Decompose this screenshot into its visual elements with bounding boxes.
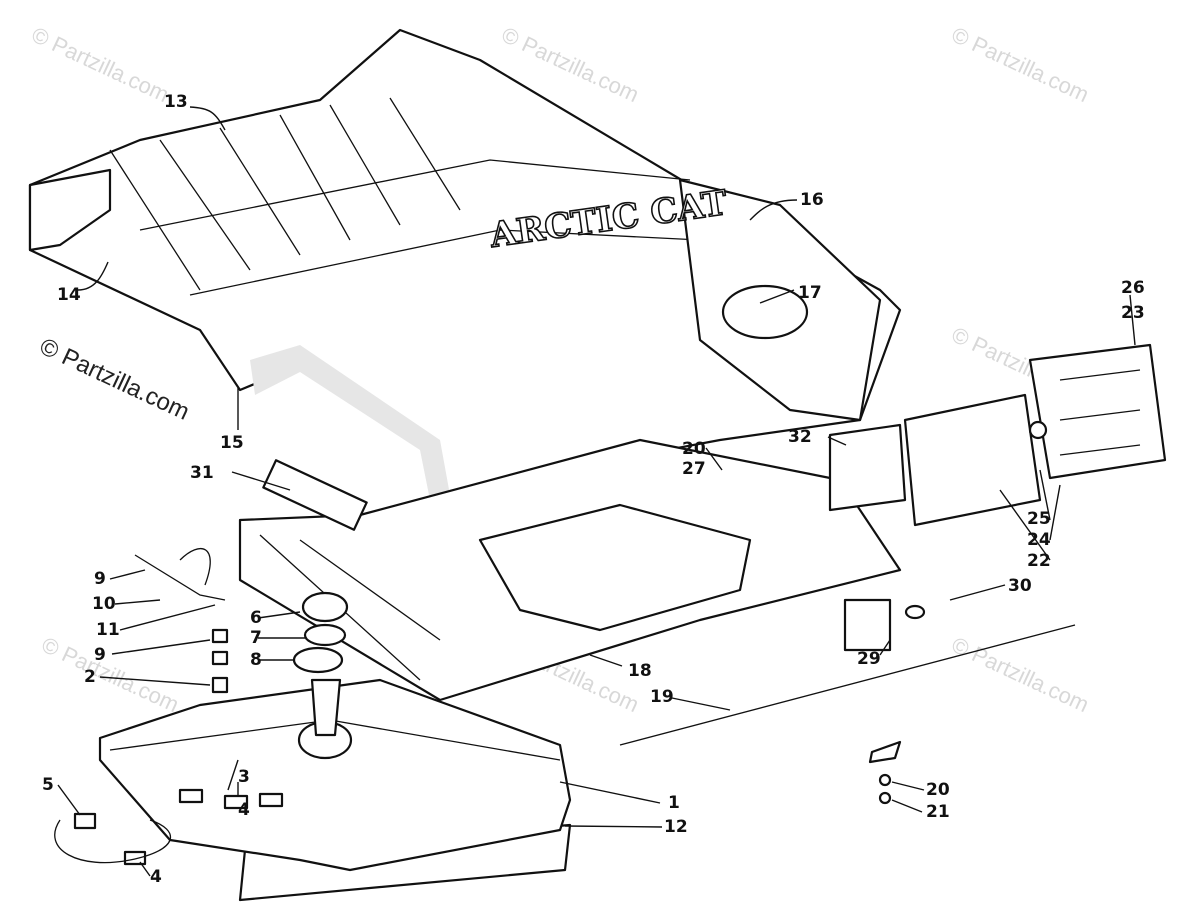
callout-18: 18 <box>628 661 652 681</box>
callout-23: 23 <box>1121 303 1145 323</box>
callouts: 13 14 15 16 17 31 20 27 32 26 23 25 24 2… <box>42 92 1145 887</box>
rear-tray-illustration <box>238 438 902 702</box>
callout-3: 3 <box>238 767 250 787</box>
callout-21: 21 <box>926 802 950 822</box>
watermark: © Partzilla.com <box>38 632 183 717</box>
leader-lines <box>57 106 1136 877</box>
fittings-illustration <box>54 547 284 866</box>
watermark-main: © Partzilla.com <box>35 333 193 426</box>
callout-12: 12 <box>664 817 688 837</box>
callout-20-upper: 20 <box>682 439 706 459</box>
callout-32: 32 <box>788 427 812 447</box>
callout-1: 1 <box>668 793 680 813</box>
callout-24: 24 <box>1027 530 1051 550</box>
callout-9-upper: 9 <box>94 569 106 589</box>
callout-19: 19 <box>650 687 674 707</box>
callout-4-lower: 4 <box>150 867 162 887</box>
callout-14: 14 <box>57 285 81 305</box>
fuel-tank-illustration <box>98 678 572 902</box>
callout-11: 11 <box>96 620 120 640</box>
callout-27: 27 <box>682 459 706 479</box>
callout-17: 17 <box>798 283 822 303</box>
callout-13: 13 <box>164 92 188 112</box>
callout-7: 7 <box>250 628 262 648</box>
fuel-cap-illustration <box>292 591 349 674</box>
callout-20-lower: 20 <box>926 780 950 800</box>
callout-5: 5 <box>42 775 54 795</box>
callout-9-lower: 9 <box>94 645 106 665</box>
callout-22: 22 <box>1027 551 1051 571</box>
callout-15: 15 <box>220 433 244 453</box>
callout-4-upper: 4 <box>238 800 250 820</box>
callout-8: 8 <box>250 650 262 670</box>
callout-26: 26 <box>1121 278 1145 298</box>
rod-illustration <box>619 598 1076 805</box>
callout-6: 6 <box>250 608 262 628</box>
callout-30: 30 <box>1008 576 1032 596</box>
callout-31: 31 <box>190 463 214 483</box>
watermark: © Partzilla.com <box>28 22 173 107</box>
watermark: © Partzilla.com <box>948 632 1093 717</box>
seat-cover-illustration: ARCTIC CAT <box>28 28 902 502</box>
callout-10: 10 <box>92 594 116 614</box>
taillight-illustration <box>828 343 1167 527</box>
callout-2: 2 <box>84 667 96 687</box>
watermark: © Partzilla.com <box>948 22 1093 107</box>
callout-29: 29 <box>857 649 881 669</box>
callout-25: 25 <box>1027 509 1051 529</box>
callout-16: 16 <box>800 190 824 210</box>
